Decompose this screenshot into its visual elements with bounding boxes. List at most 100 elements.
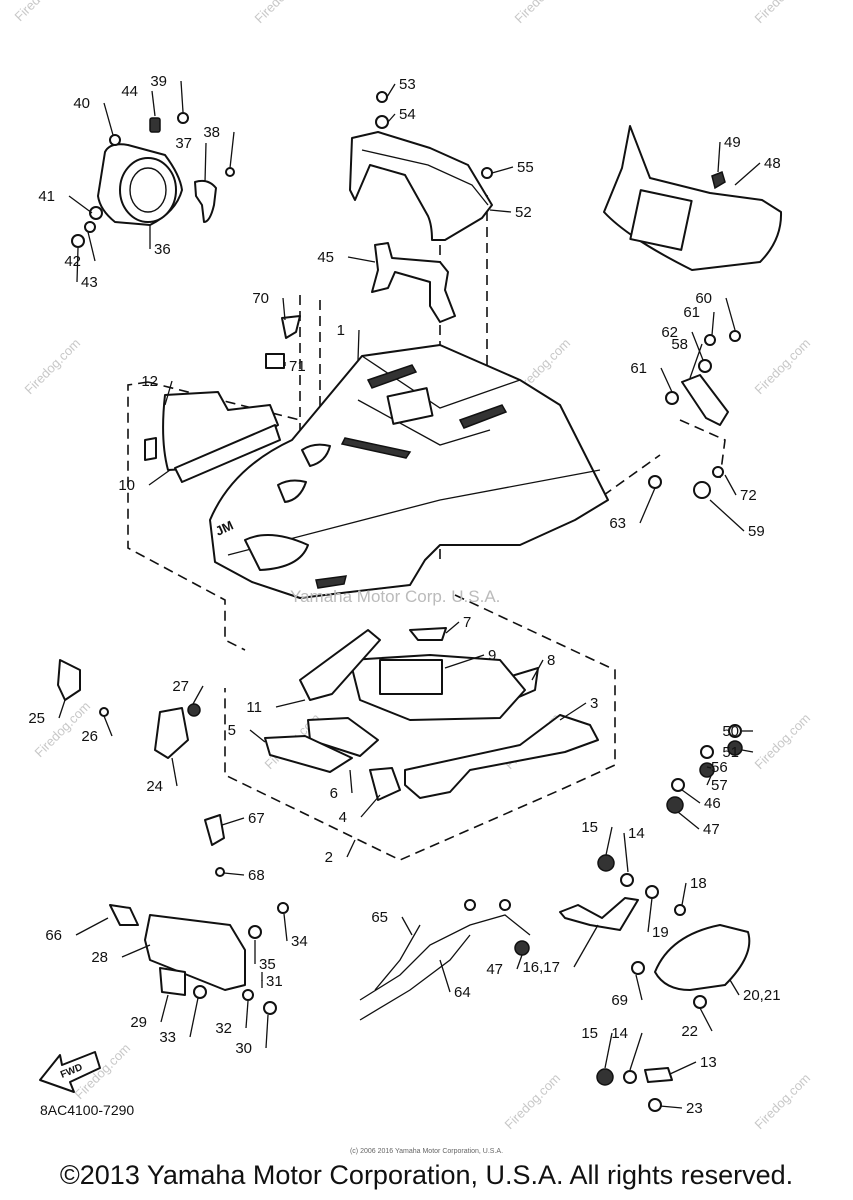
leader-line bbox=[171, 757, 178, 787]
callout-labels: 123456789101112131414151516,17181920,212… bbox=[28, 73, 780, 1117]
callout-label: 53 bbox=[399, 76, 416, 93]
leader-line bbox=[647, 897, 653, 933]
watermark: Firedog.com bbox=[752, 335, 814, 397]
leader-line bbox=[689, 343, 703, 379]
leader-line bbox=[734, 162, 761, 186]
leader-line bbox=[491, 166, 514, 174]
leader-line bbox=[387, 113, 396, 123]
leader-line bbox=[691, 331, 704, 361]
lever-group bbox=[648, 330, 741, 499]
callout-label: 48 bbox=[764, 155, 781, 172]
callout-label: 26 bbox=[81, 728, 98, 745]
mount-bracket-45 bbox=[371, 242, 456, 323]
callout-label: 51 bbox=[722, 744, 739, 761]
callout-label: 47 bbox=[703, 821, 720, 838]
callout-label: 49 bbox=[724, 134, 741, 151]
callout-label: 27 bbox=[172, 678, 189, 695]
leader-line bbox=[58, 699, 66, 719]
callout-label: 55 bbox=[517, 159, 534, 176]
callout-label: 10 bbox=[118, 477, 135, 494]
callout-label: 64 bbox=[454, 984, 471, 1001]
leader-line bbox=[741, 749, 754, 753]
drawing-code: 8AC4100-7290 bbox=[40, 1102, 135, 1118]
leader-line bbox=[706, 766, 712, 769]
watermark: Firedog.com bbox=[752, 0, 814, 26]
watermark: Firedog.com bbox=[512, 0, 574, 26]
callout-label: 44 bbox=[121, 83, 138, 100]
fwd-arrow: FWD bbox=[39, 1051, 101, 1093]
callout-label: 45 bbox=[317, 249, 334, 266]
callout-label: 13 bbox=[700, 1054, 717, 1071]
callout-label: 30 bbox=[235, 1040, 252, 1057]
leader-line bbox=[87, 231, 96, 262]
callout-label: 47 bbox=[486, 961, 503, 978]
callout-label: 15 bbox=[581, 819, 598, 836]
leader-line bbox=[103, 715, 113, 737]
callout-label: 34 bbox=[291, 933, 308, 950]
callout-label: 61 bbox=[683, 304, 700, 321]
callout-label: 65 bbox=[371, 909, 388, 926]
callout-label: 60 bbox=[695, 290, 712, 307]
leader-line bbox=[724, 474, 737, 496]
main-hood: JM bbox=[209, 344, 609, 599]
leader-line bbox=[357, 329, 360, 361]
callout-label: 62 bbox=[661, 324, 678, 341]
callout-label: 54 bbox=[399, 106, 416, 123]
leader-line bbox=[605, 826, 613, 856]
callout-label: 28 bbox=[91, 949, 108, 966]
callout-label: 11 bbox=[246, 699, 262, 716]
cables bbox=[359, 899, 531, 1021]
leader-line bbox=[623, 832, 629, 873]
callout-label: 37 bbox=[175, 135, 192, 152]
leader-lines bbox=[58, 80, 761, 1109]
callout-label: 20,21 bbox=[743, 987, 781, 1004]
leader-line bbox=[189, 997, 199, 1038]
callout-label: 66 bbox=[45, 927, 62, 944]
callout-label: 42 bbox=[64, 253, 81, 270]
callout-label: 22 bbox=[681, 1023, 698, 1040]
callout-label: 56 bbox=[711, 759, 728, 776]
leader-line bbox=[204, 142, 207, 183]
callout-label: 29 bbox=[130, 1014, 147, 1031]
leader-line bbox=[192, 685, 204, 705]
leader-line bbox=[659, 1105, 683, 1109]
leader-line bbox=[573, 924, 599, 968]
callout-label: 25 bbox=[28, 710, 45, 727]
panel-10-12 bbox=[144, 391, 281, 483]
callout-label: 50 bbox=[722, 723, 739, 740]
leader-line bbox=[160, 994, 169, 1023]
watermark: Firedog.com bbox=[752, 1070, 814, 1132]
callout-label: 35 bbox=[259, 956, 276, 973]
leader-line bbox=[103, 102, 114, 136]
windshield-frame bbox=[349, 131, 493, 241]
leader-line bbox=[677, 811, 700, 830]
callout-label: 41 bbox=[38, 188, 55, 205]
callout-label: 39 bbox=[150, 73, 167, 90]
leader-line bbox=[669, 1061, 697, 1075]
rear-shroud bbox=[603, 125, 783, 271]
leader-line bbox=[347, 256, 376, 263]
leader-line bbox=[711, 311, 715, 336]
watermark: Firedog.com bbox=[752, 710, 814, 772]
leader-line bbox=[346, 839, 356, 858]
callout-label: 23 bbox=[686, 1100, 703, 1117]
callout-label: 14 bbox=[628, 825, 645, 842]
leader-line bbox=[604, 1032, 613, 1069]
callout-label: 19 bbox=[652, 924, 669, 941]
leader-line bbox=[531, 659, 544, 681]
callout-label: 4 bbox=[339, 809, 347, 826]
leader-line bbox=[729, 979, 740, 996]
leader-line bbox=[275, 699, 306, 708]
leader-line bbox=[709, 499, 745, 532]
callout-label: 1 bbox=[337, 322, 345, 339]
watermark: Firedog.com bbox=[502, 1070, 564, 1132]
callout-label: 14 bbox=[611, 1025, 628, 1042]
bracket-37 bbox=[194, 179, 217, 223]
callout-label: 31 bbox=[266, 973, 283, 990]
callout-label: 67 bbox=[248, 810, 265, 827]
leader-line bbox=[360, 794, 381, 818]
svg-text:JM: JM bbox=[213, 517, 236, 538]
leader-line bbox=[76, 247, 79, 283]
leader-line bbox=[444, 654, 485, 669]
lower-right-group bbox=[559, 854, 751, 1112]
